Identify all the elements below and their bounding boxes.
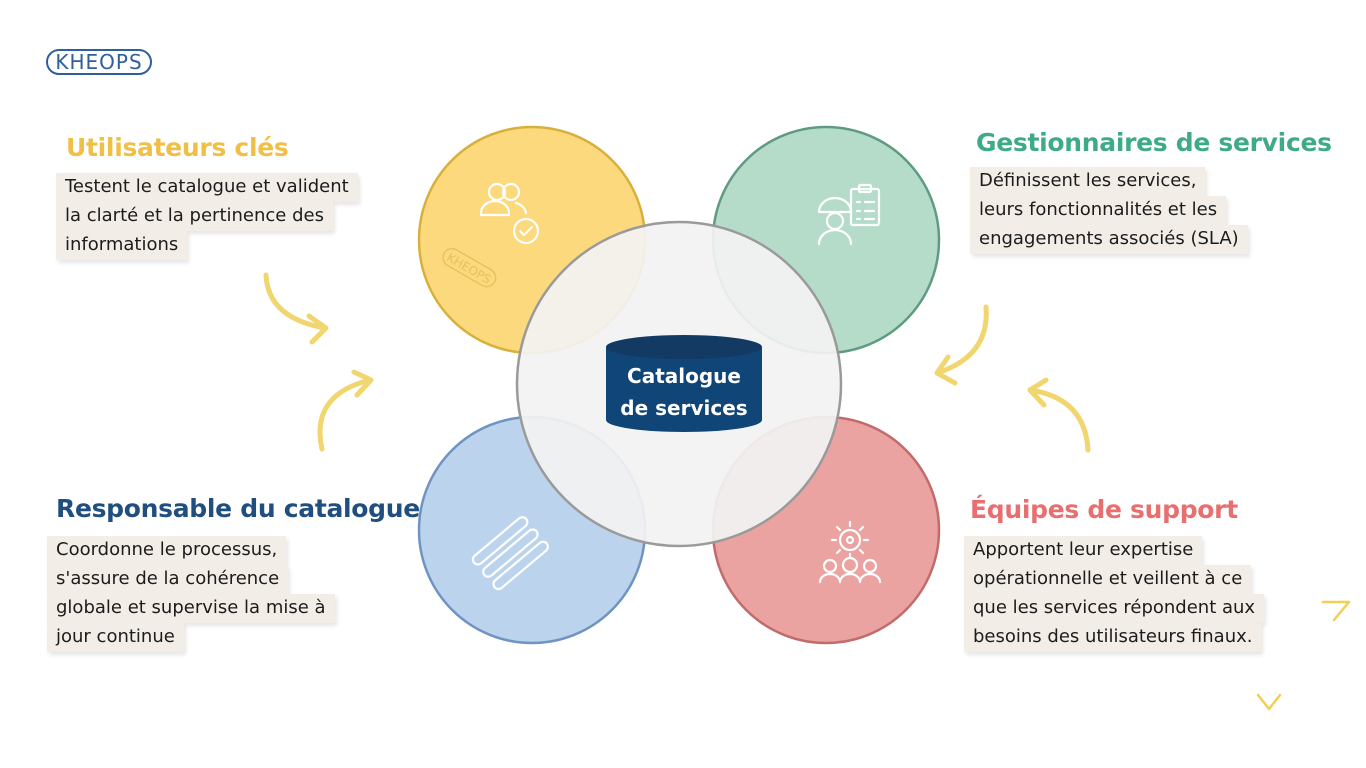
- database-icon: [606, 335, 762, 432]
- users-check-icon: [479, 182, 540, 245]
- engineer-clipboard-icon: [817, 183, 881, 246]
- desc-line: Coordonne le processus,: [47, 536, 287, 565]
- desc-line: engagements associés (SLA): [970, 225, 1248, 254]
- desc-line: besoins des utilisateurs finaux.: [964, 623, 1262, 652]
- center-label-line2: de services: [620, 396, 748, 420]
- catalogue-owner-description: Coordonne le processus, s'assure de la c…: [47, 536, 335, 652]
- service-managers-title: Gestionnaires de services: [976, 128, 1332, 157]
- desc-line: s'assure de la cohérence: [47, 565, 289, 594]
- desc-line: opérationnelle et veillent à ce: [964, 565, 1252, 594]
- center-label-line1: Catalogue: [627, 364, 741, 388]
- desc-line: jour continue: [47, 623, 184, 652]
- key-users-title: Utilisateurs clés: [66, 133, 289, 162]
- corner-mark-top: [1321, 600, 1351, 622]
- desc-line: la clarté et la pertinence des: [56, 202, 333, 231]
- stacked-bars-icon: [471, 516, 550, 591]
- desc-line: Apportent leur expertise: [964, 536, 1203, 565]
- support-teams-title: Équipes de support: [970, 495, 1238, 524]
- desc-line: informations: [56, 231, 188, 260]
- arrow-top-left: [263, 272, 329, 345]
- center-label: Catalogue de services: [606, 360, 762, 424]
- support-teams-description: Apportent leur expertise opérationnelle …: [964, 536, 1265, 652]
- kheops-logo: KHEOPS: [46, 49, 152, 75]
- team-gear-icon: [818, 520, 882, 584]
- desc-line: globale et supervise la mise à: [47, 594, 335, 623]
- arrow-bottom-left: [317, 369, 374, 452]
- desc-line: Définissent les services,: [970, 167, 1206, 196]
- desc-line: leurs fonctionnalités et les: [970, 196, 1227, 225]
- desc-line: Testent le catalogue et valident: [56, 173, 358, 202]
- arrow-bottom-right: [1027, 377, 1091, 453]
- corner-mark-bottom: [1256, 693, 1282, 711]
- catalogue-owner-title: Responsable du catalogue: [56, 494, 420, 523]
- key-users-description: Testent le catalogue et valident la clar…: [56, 173, 358, 260]
- desc-line: que les services répondent aux: [964, 594, 1265, 623]
- arrow-top-right: [934, 304, 989, 386]
- service-managers-description: Définissent les services, leurs fonction…: [970, 167, 1248, 254]
